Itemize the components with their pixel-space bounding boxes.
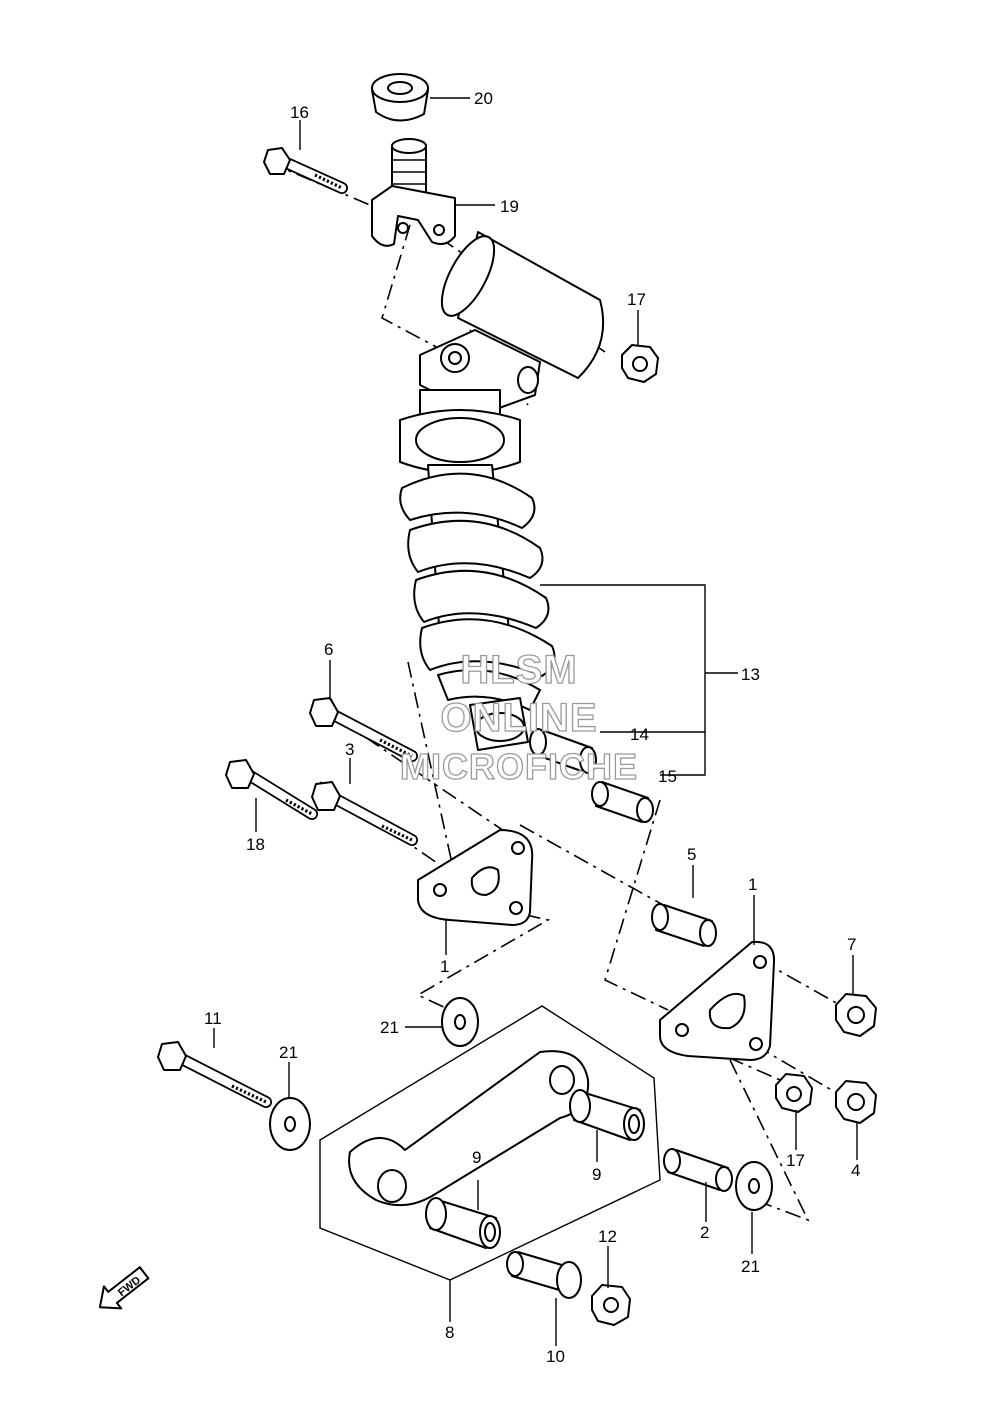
bearing-part-9-upper[interactable] xyxy=(569,1089,645,1141)
washer-part-21-right[interactable] xyxy=(735,1161,773,1211)
watermark: HLSM ONLINE MICROFICHE xyxy=(399,647,638,787)
shock-lower-eye xyxy=(469,697,529,751)
cushion-plate-part-1-left[interactable] xyxy=(417,829,534,926)
shock-reservoir xyxy=(440,231,605,379)
bearing-part-9-lower[interactable] xyxy=(425,1197,501,1249)
shock-spring xyxy=(399,472,556,711)
callout-12[interactable]: 12 xyxy=(598,1227,617,1246)
watermark-line-3: MICROFICHE xyxy=(400,746,638,787)
nut-part-7[interactable] xyxy=(835,993,877,1037)
collar-part-15[interactable] xyxy=(591,781,654,823)
collar-part-5[interactable] xyxy=(651,903,717,947)
callout-16[interactable]: 16 xyxy=(290,103,309,122)
callout-21-left[interactable]: 21 xyxy=(279,1043,298,1062)
callout-8[interactable]: 8 xyxy=(445,1323,454,1342)
callout-19[interactable]: 19 xyxy=(500,197,519,216)
callout-15[interactable]: 15 xyxy=(658,767,677,786)
washer-part-21-left[interactable] xyxy=(269,1097,311,1151)
callout-21-right[interactable]: 21 xyxy=(741,1257,760,1276)
washer-part-21-top[interactable] xyxy=(441,997,479,1047)
fwd-arrow-icon: FWD xyxy=(98,1266,150,1310)
callout-4[interactable]: 4 xyxy=(851,1161,860,1180)
bolt-part-18[interactable] xyxy=(225,759,318,820)
callout-6[interactable]: 6 xyxy=(324,640,333,659)
callout-11[interactable]: 11 xyxy=(204,1009,222,1028)
callout-17-lower[interactable]: 17 xyxy=(786,1151,805,1170)
collar-part-2[interactable] xyxy=(663,1148,733,1192)
nut-part-17-lower[interactable] xyxy=(775,1073,813,1113)
callout-14[interactable]: 14 xyxy=(630,725,649,744)
bolt-part-11[interactable] xyxy=(157,1041,272,1108)
callout-7[interactable]: 7 xyxy=(847,935,856,954)
watermark-line-2: ONLINE xyxy=(440,696,597,740)
bolt-part-16[interactable] xyxy=(263,147,348,194)
bearing-part-14[interactable] xyxy=(529,728,597,774)
callout-9-lower[interactable]: 9 xyxy=(472,1148,481,1167)
nut-part-4[interactable] xyxy=(835,1080,877,1124)
callout-10[interactable]: 10 xyxy=(546,1347,565,1366)
callout-18[interactable]: 18 xyxy=(246,835,265,854)
callout-17-upper[interactable]: 17 xyxy=(627,290,646,309)
callout-2[interactable]: 2 xyxy=(700,1223,709,1242)
upper-mount-part-19[interactable] xyxy=(371,138,456,247)
callout-5[interactable]: 5 xyxy=(687,845,696,864)
bolt-part-6[interactable] xyxy=(309,697,418,762)
nut-part-17-upper[interactable] xyxy=(621,344,659,383)
bushing-part-10[interactable] xyxy=(506,1251,582,1299)
callout-20[interactable]: 20 xyxy=(474,89,493,108)
callout-1-left[interactable]: 1 xyxy=(440,957,449,976)
callout-1-right[interactable]: 1 xyxy=(748,875,757,894)
bolt-part-3[interactable] xyxy=(311,781,418,846)
callout-9-upper[interactable]: 9 xyxy=(592,1165,601,1184)
callout-labels: 20 16 19 17 13 14 15 6 3 18 1 5 1 7 21 1… xyxy=(204,89,860,1366)
callout-21-top[interactable]: 21 xyxy=(380,1018,399,1037)
cushion-plate-part-1-right[interactable] xyxy=(659,940,776,1061)
leader-lines xyxy=(213,97,858,1346)
callout-3[interactable]: 3 xyxy=(345,740,354,759)
nut-part-20[interactable] xyxy=(371,73,429,122)
watermark-line-1: HLSM xyxy=(460,648,577,692)
nut-part-12[interactable] xyxy=(591,1284,631,1326)
callout-13[interactable]: 13 xyxy=(741,665,760,684)
